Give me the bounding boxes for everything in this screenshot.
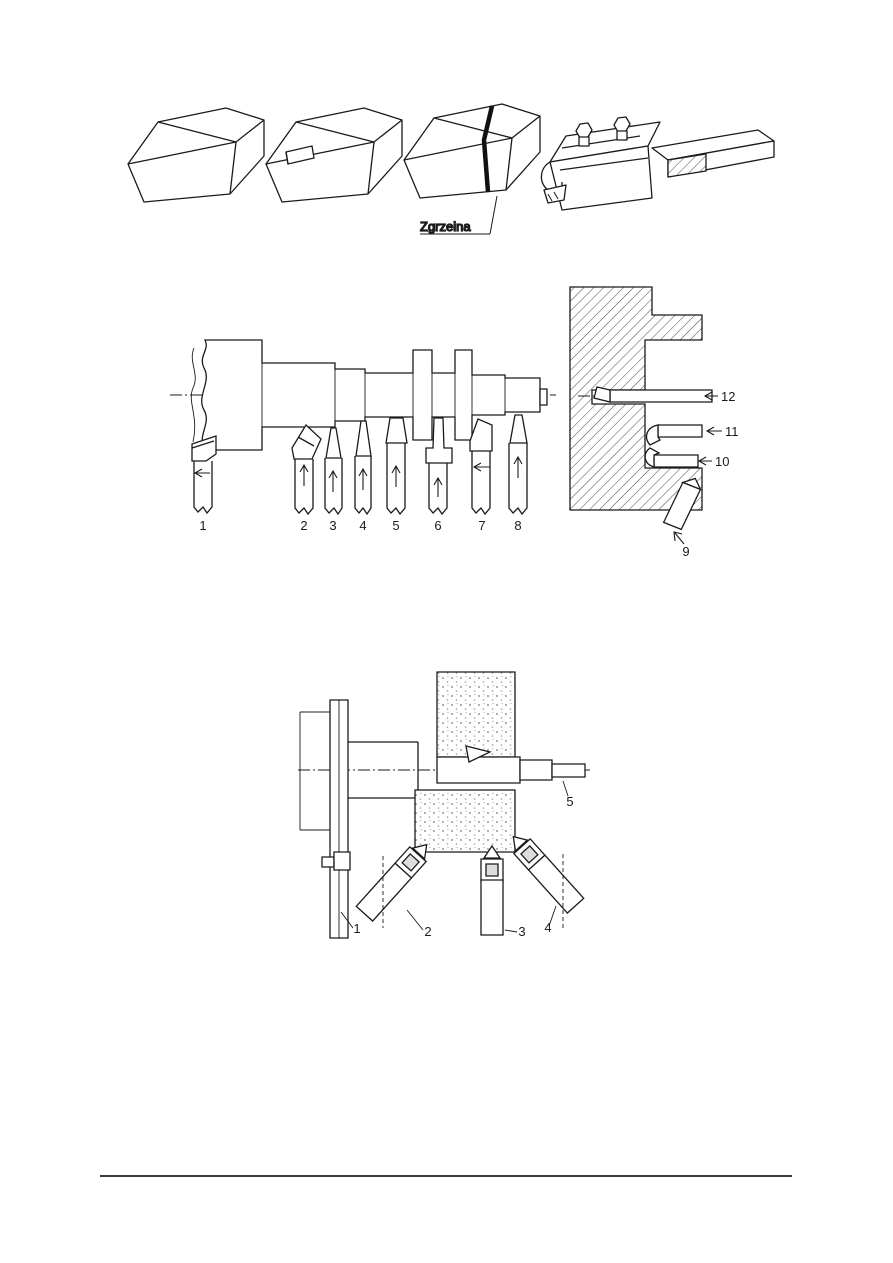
turning-tool-2 — [292, 425, 321, 514]
tool-number-6: 6 — [434, 518, 441, 533]
tool-number-8: 8 — [514, 518, 521, 533]
weld-label: Zgrzeina — [420, 219, 471, 234]
figure-crankshaft-turning: 1 2 3 4 5 6 7 8 — [170, 287, 739, 559]
turning-tool-4 — [355, 421, 371, 514]
tool-number-2: 2 — [300, 518, 307, 533]
weld-leader-line — [490, 196, 497, 234]
callout-3: 3 — [518, 924, 525, 939]
tool-number-3: 3 — [329, 518, 336, 533]
stepped-shaft — [191, 340, 547, 450]
tool-blank-with-seat — [265, 107, 403, 203]
tool-number-4: 4 — [359, 518, 366, 533]
turning-tool-1 — [192, 436, 216, 513]
callout-1: 1 — [353, 921, 360, 936]
boring-bar-12 — [594, 387, 712, 402]
hub-cylinder — [348, 742, 418, 798]
callout-leaders — [341, 781, 568, 932]
callout-4: 4 — [544, 920, 551, 935]
clamped-turning-tool — [541, 117, 774, 210]
clamp-bolt-left — [576, 123, 592, 146]
witness-lines — [383, 854, 563, 928]
vertical-tool-middle — [481, 846, 503, 935]
clamp-bolt-right — [614, 117, 630, 140]
tool-blank-with-weld — [403, 103, 541, 199]
internal-tool-11 — [647, 425, 702, 445]
turning-tool-6 — [426, 418, 452, 514]
lower-housing — [415, 790, 515, 852]
turning-tool-8 — [509, 415, 527, 514]
weld-label-group: Zgrzeina — [419, 196, 497, 235]
tool-number-11: 11 — [725, 424, 739, 439]
angled-tool-left — [356, 837, 435, 921]
faceplate — [300, 700, 350, 938]
tool-number-10: 10 — [715, 454, 729, 469]
callout-2: 2 — [424, 924, 431, 939]
turning-tool-5 — [386, 418, 407, 514]
tool-number-9: 9 — [682, 544, 689, 559]
housing-section — [415, 672, 515, 852]
figure-internal-machining: 1 2 3 4 5 — [298, 672, 592, 939]
internal-tool-10 — [645, 448, 698, 467]
bore-cutter-tip — [466, 746, 490, 762]
upper-housing — [437, 672, 515, 757]
chamfer-tool-9 — [655, 474, 712, 534]
clamp-bolt — [322, 857, 334, 867]
turning-tool-3 — [325, 428, 342, 514]
spindle-pin — [437, 746, 585, 783]
turning-tool-7 — [470, 419, 492, 514]
tool-number-12: 12 — [721, 389, 735, 404]
tool-number-1: 1 — [199, 518, 206, 533]
tool-blank-plain — [127, 107, 265, 203]
callout-5: 5 — [566, 794, 573, 809]
tool-number-5: 5 — [392, 518, 399, 533]
tool-number-7: 7 — [478, 518, 485, 533]
angled-tool-right — [505, 829, 584, 913]
figure-tool-blanks: Zgrzeina — [127, 103, 774, 235]
